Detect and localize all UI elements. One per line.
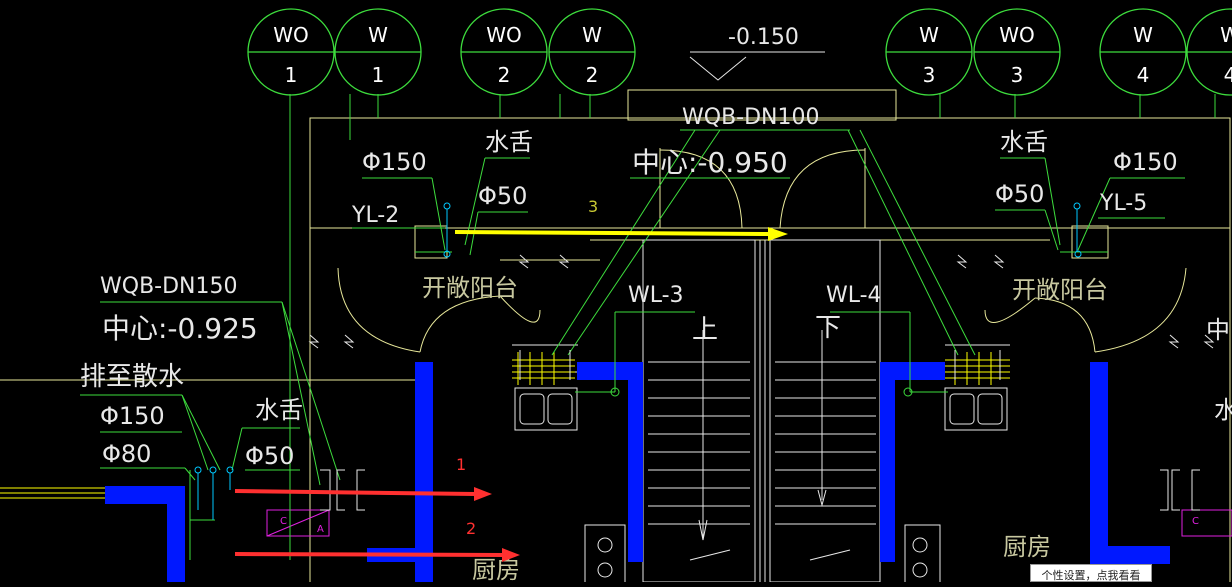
floor-drain-grates — [0, 352, 1010, 499]
riser-bubble[interactable] — [973, 8, 1061, 96]
annotation-arrow-2 — [234, 548, 520, 562]
wl4-label: WL-4 — [826, 283, 882, 308]
balcony-left-label: 开敞阳台 — [422, 274, 518, 302]
riser-bubble-labels: WO 1 W 1 WO 2 W 2 W 3 WO 3 W 4 W 4 — [273, 23, 1232, 87]
arrow-3-number: 3 — [588, 197, 598, 216]
riser-1-top: WO — [273, 23, 309, 47]
phi50-mid-label: Φ50 — [478, 182, 527, 210]
riser-8-top: W — [1220, 23, 1232, 47]
phi80-label: Φ80 — [102, 440, 151, 468]
riser-4-top: W — [582, 23, 602, 47]
drain-to-scatter-label: 排至散水 — [80, 362, 184, 392]
riser-4-bottom: 2 — [586, 63, 599, 87]
yl5-label: YL-5 — [1099, 191, 1147, 216]
center-0950-label: 中心:-0.950 — [632, 146, 788, 179]
balcony-right-label: 开敞阳台 — [1012, 276, 1108, 304]
wqb-dn100-label: WQB-DN100 — [682, 105, 820, 130]
riser-3-bottom: 2 — [498, 63, 511, 87]
wqb-dn150-label: WQB-DN150 — [100, 274, 238, 299]
kitchen-right-label: 厨房 — [1003, 533, 1051, 561]
riser-bubble[interactable] — [247, 8, 335, 96]
riser-6-top: WO — [999, 23, 1035, 47]
down-label: 下 — [815, 313, 841, 343]
riser-1-bottom: 1 — [285, 63, 298, 87]
arrow-2-number: 2 — [466, 519, 476, 538]
phi150-mid-label: Φ150 — [362, 148, 427, 176]
riser-bubbles — [247, 8, 1232, 96]
partial-edge-label: 中 — [1206, 316, 1230, 344]
arrow-1-number: 1 — [456, 455, 466, 474]
riser-bubble[interactable] — [1186, 8, 1232, 96]
riser-8-bottom: 4 — [1224, 63, 1232, 87]
fixture-boxes — [266, 509, 1232, 537]
box-c-left-text: C — [280, 516, 287, 527]
faucet-edge-label: 水 — [1214, 396, 1232, 424]
riser-3-top: WO — [486, 23, 522, 47]
phi150-left-label: Φ150 — [100, 402, 165, 430]
kitchen-left-label: 厨房 — [472, 556, 520, 582]
blue-walls — [105, 362, 1170, 582]
box-a-left-text: A — [317, 524, 324, 535]
riser-bubble[interactable] — [334, 8, 422, 96]
wl3-label: WL-3 — [628, 283, 684, 308]
riser-5-bottom: 3 — [923, 63, 936, 87]
riser-2-bottom: 1 — [372, 63, 385, 87]
stair-treads — [648, 361, 876, 525]
pipe-nodes — [443, 250, 1082, 397]
riser-bubble[interactable] — [885, 8, 973, 96]
stair-well — [584, 239, 941, 582]
riser-bubble[interactable] — [460, 8, 548, 96]
riser-5-top: W — [919, 23, 939, 47]
annotation-arrow-3 — [454, 227, 788, 241]
annotation-arrow-1 — [234, 487, 492, 501]
elevation-marker — [689, 51, 825, 81]
riser-7-bottom: 4 — [1137, 63, 1150, 87]
pipe-leader-lines — [80, 94, 1216, 560]
phi150-right-label: Φ150 — [1113, 148, 1178, 176]
riser-bubble[interactable] — [548, 8, 636, 96]
elevation-text: -0.150 — [728, 25, 799, 50]
phi50-left-label: Φ50 — [245, 442, 294, 470]
center-0925-label: 中心:-0.925 — [102, 312, 258, 345]
riser-2-top: W — [368, 23, 388, 47]
box-c-right-text: C — [1192, 516, 1199, 527]
up-label: 上 — [692, 315, 718, 345]
faucet-mid-label: 水舌 — [485, 128, 533, 156]
cyan-valves — [194, 202, 1081, 520]
yl2-label: YL-2 — [351, 203, 399, 228]
faucet-left-label: 水舌 — [255, 396, 303, 424]
riser-6-bottom: 3 — [1011, 63, 1024, 87]
sink-fixtures — [512, 344, 1010, 431]
break-symbols — [308, 254, 1215, 511]
faucet-right-label: 水舌 — [1000, 128, 1048, 156]
personalize-tooltip[interactable]: 个性设置，点我看看 — [1030, 564, 1152, 582]
phi50-right-label: Φ50 — [995, 180, 1044, 208]
riser-7-top: W — [1133, 23, 1153, 47]
riser-bubble[interactable] — [1099, 8, 1187, 96]
